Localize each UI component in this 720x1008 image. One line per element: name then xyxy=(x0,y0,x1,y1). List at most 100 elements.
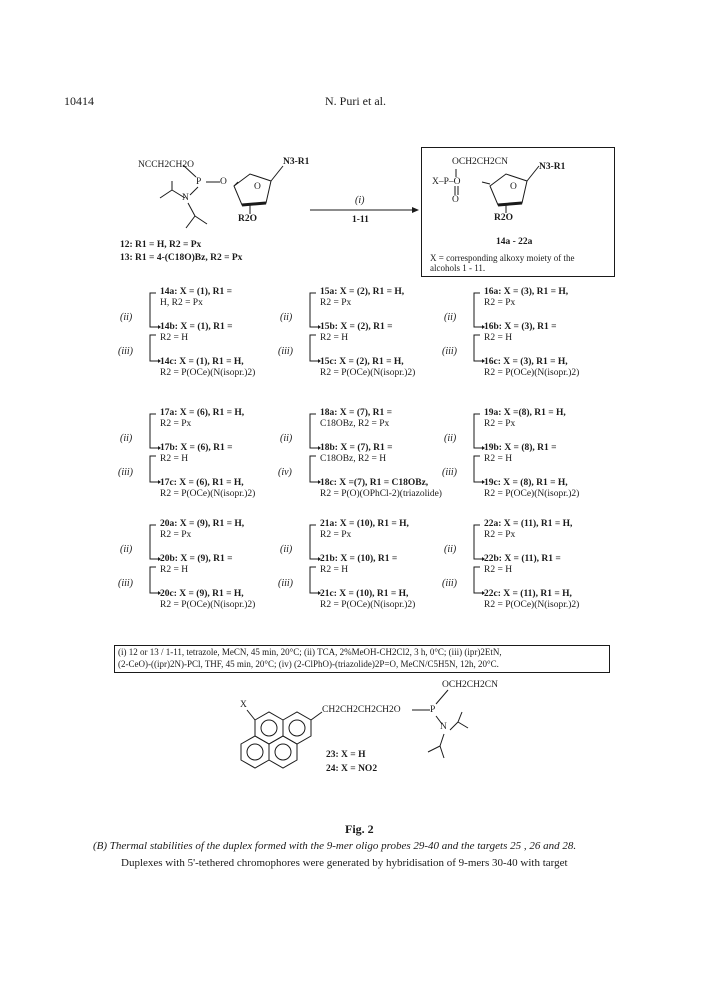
compound-b1: 15b: X = (2), R1 = xyxy=(320,322,393,332)
bracket-arrowhead xyxy=(158,359,161,363)
compound-b1: 16b: X = (3), R1 = xyxy=(484,322,557,332)
bracket xyxy=(473,292,482,328)
compound-c2: R2 = P(O)(OPhCl-2)(triazolide) xyxy=(320,489,442,499)
bracket xyxy=(309,455,318,483)
reaction-arrow: (i) 1-11 xyxy=(0,0,720,260)
bracket xyxy=(149,292,158,328)
product-label: 14a - 22a xyxy=(496,237,533,247)
bracket-arrowhead xyxy=(482,325,485,329)
reagent-label: (iii) xyxy=(118,346,133,357)
bracket xyxy=(149,566,158,594)
compound-a1: 20a: X = (9), R1 = H, xyxy=(160,519,245,529)
bracket xyxy=(149,524,158,560)
conditions-box xyxy=(114,645,610,673)
reagent-label: (ii) xyxy=(280,544,293,555)
bracket-arrowhead xyxy=(318,480,321,484)
bracket-arrowhead xyxy=(158,557,161,561)
compound-a1: 18a: X = (7), R1 = xyxy=(320,408,393,418)
bracket xyxy=(309,524,318,560)
bracket xyxy=(149,334,158,362)
reagent-label: (iv) xyxy=(278,467,292,478)
bracket xyxy=(149,413,158,449)
product-dbl-o: O xyxy=(452,195,459,205)
reagent-label: (ii) xyxy=(120,544,133,555)
compound-a2: R2 = Px xyxy=(484,530,516,540)
bracket-arrowhead xyxy=(482,480,485,484)
bracket-arrowhead xyxy=(482,446,485,450)
product-bonds xyxy=(454,165,540,213)
pyrene-p: P xyxy=(430,705,436,715)
pyrene-label-24: 24: X = NO2 xyxy=(326,764,378,774)
bracket-arrowhead xyxy=(318,591,321,595)
compound-a2: R2 = Px xyxy=(160,419,192,429)
reactant-n: N xyxy=(182,193,189,203)
compound-b1: 14b: X = (1), R1 = xyxy=(160,322,233,332)
bracket-lines xyxy=(309,524,321,595)
compound-a2: R2 = Px xyxy=(484,419,516,429)
product-structure: OCH2CH2CN X–P–O O O N3-R1 R2O 14a - 22a … xyxy=(0,0,720,280)
compound-c1: 20c: X = (9), R1 = H, xyxy=(160,589,244,599)
compound-c1: 19c: X = (8), R1 = H, xyxy=(484,478,568,488)
bracket-arrowhead xyxy=(318,446,321,450)
compound-c2: R2 = P(OCe)(N(isopr.)2) xyxy=(160,368,256,378)
pyrene-chain: CH2CH2CH2CH2O xyxy=(322,705,401,715)
compound-c1: 15c: X = (2), R1 = H, xyxy=(320,357,404,367)
compound-b2: R2 = H xyxy=(320,565,349,575)
compound-b2: R2 = H xyxy=(484,454,513,464)
compound-b1: 20b: X = (9), R1 = xyxy=(160,554,233,564)
compound-c2: R2 = P(OCe)(N(isopr.)2) xyxy=(484,600,580,610)
bracket-arrowhead xyxy=(482,557,485,561)
reagent-label: (iii) xyxy=(278,578,293,589)
product-note-2: alcohols 1 - 11. xyxy=(430,263,486,273)
bracket-lines xyxy=(309,292,321,363)
product-ring-o: O xyxy=(510,182,517,192)
bracket xyxy=(473,566,482,594)
bracket-arrowhead xyxy=(482,359,485,363)
bracket-arrowhead xyxy=(318,557,321,561)
reagent-label: (iii) xyxy=(442,578,457,589)
compound-c2: R2 = P(OCe)(N(isopr.)2) xyxy=(320,600,416,610)
compound-a2: R2 = Px xyxy=(320,298,352,308)
bracket-arrowhead xyxy=(158,591,161,595)
bracket-lines xyxy=(309,413,321,484)
section-heading: (B) Thermal stabilities of the duplex fo… xyxy=(93,840,577,852)
bracket-lines xyxy=(149,292,161,363)
reagent-label: (ii) xyxy=(280,433,293,444)
bracket xyxy=(309,566,318,594)
compound-b2: C18OBz, R2 = H xyxy=(320,454,387,464)
reagent-label: (iii) xyxy=(118,467,133,478)
compound-c1: 22c: X = (11), R1 = H, xyxy=(484,589,572,599)
compound-a1: 19a: X =(8), R1 = H, xyxy=(484,408,566,418)
compound-c2: R2 = P(OCe)(N(isopr.)2) xyxy=(320,368,416,378)
product-xpo: X–P–O xyxy=(432,177,461,187)
compound-c1: 14c: X = (1), R1 = H, xyxy=(160,357,244,367)
compound-a2: R2 = Px xyxy=(484,298,516,308)
reactant-p: P xyxy=(196,177,202,187)
reactant-label-12: 12: R1 = H, R2 = Px xyxy=(120,240,202,250)
bracket-arrowhead xyxy=(158,325,161,329)
bracket-lines xyxy=(473,292,485,363)
compound-c2: R2 = P(OCe)(N(isopr.)2) xyxy=(484,489,580,499)
reagent-label: (ii) xyxy=(444,312,457,323)
product-nucleobase: N3-R1 xyxy=(539,162,566,172)
compound-b2: R2 = H xyxy=(160,454,189,464)
reactant-r2o: R2O xyxy=(238,214,257,224)
pyrene-bonds xyxy=(240,689,469,769)
compound-a2: C18OBz, R2 = Px xyxy=(320,419,390,429)
arrow-label-below: 1-11 xyxy=(352,215,369,225)
compound-b2: R2 = H xyxy=(484,565,513,575)
compound-b1: 22b: X = (11), R1 = xyxy=(484,554,561,564)
compound-a2: R2 = Px xyxy=(320,530,352,540)
reactant-nucleobase: N3-R1 xyxy=(283,157,310,167)
reagent-label: (ii) xyxy=(444,544,457,555)
bracket-lines xyxy=(149,524,161,595)
pyrene-x-label: X xyxy=(240,700,247,710)
reagent-label: (ii) xyxy=(280,312,293,323)
page-number: 10414 xyxy=(64,94,94,108)
compound-b1: 18b: X = (7), R1 = xyxy=(320,443,393,453)
bracket xyxy=(473,524,482,560)
compound-b1: 21b: X = (10), R1 = xyxy=(320,554,398,564)
bracket-arrowhead xyxy=(318,359,321,363)
pyrene-n: N xyxy=(440,722,447,732)
reagent-label: (ii) xyxy=(444,433,457,444)
